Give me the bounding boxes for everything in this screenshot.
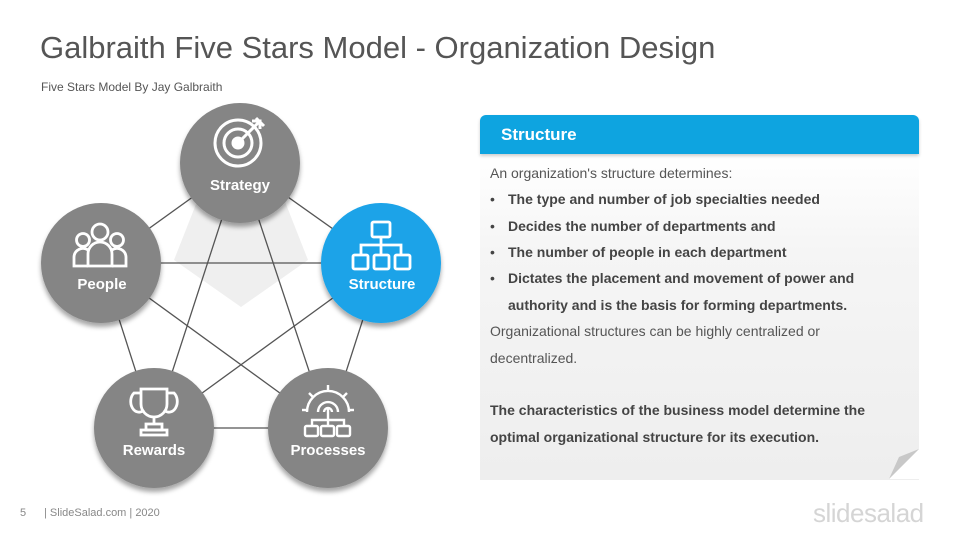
info-panel-header: Structure (480, 115, 919, 154)
slidesalad-logo: slidesalad (813, 498, 924, 528)
page-number: 5 (20, 507, 27, 519)
footer-text: | SlideSalad.com | 2020 (44, 507, 160, 519)
panel-paragraph-1-cont: decentralized. (490, 350, 578, 366)
node-people[interactable] (41, 203, 161, 323)
node-rewards[interactable] (94, 368, 214, 488)
bullet-marker: • (490, 270, 495, 286)
node-label-processes: Processes (290, 442, 366, 459)
bullet-marker: • (490, 244, 495, 260)
bullet-item-continuation: authority and is the basis for forming d… (508, 297, 848, 313)
panel-intro: An organization's structure determines: (490, 165, 733, 181)
bullet-item: The type and number of job specialties n… (508, 191, 820, 207)
people-icon (72, 222, 128, 268)
bullet-item: The number of people in each department (508, 244, 787, 260)
page-subtitle: Five Stars Model By Jay Galbraith (41, 80, 223, 94)
node-label-people: People (77, 276, 127, 293)
node-structure[interactable] (321, 203, 441, 323)
org-chart-icon (351, 220, 412, 271)
bullet-item: Decides the number of departments and (508, 218, 776, 234)
target-icon (213, 116, 266, 168)
page-curl-icon (889, 449, 919, 479)
node-processes[interactable] (268, 368, 388, 488)
trophy-icon (129, 387, 179, 437)
panel-paragraph-2-cont: optimal organizational structure for its… (490, 429, 820, 445)
gear-process-icon (302, 385, 354, 438)
info-panel-heading: Structure (501, 125, 577, 144)
star-center (174, 194, 308, 307)
bullet-marker: • (490, 191, 495, 207)
node-strategy[interactable] (180, 103, 300, 223)
node-label-rewards: Rewards (122, 442, 186, 459)
info-panel (480, 154, 919, 480)
bullet-item: Dictates the placement and movement of p… (508, 270, 855, 286)
node-label-strategy: Strategy (209, 177, 271, 194)
page-title: Galbraith Five Stars Model - Organizatio… (40, 30, 716, 65)
bullet-marker: • (490, 218, 495, 234)
panel-paragraph-2: The characteristics of the business mode… (490, 402, 865, 418)
node-label-structure: Structure (348, 276, 416, 293)
panel-paragraph-1: Organizational structures can be highly … (490, 323, 820, 339)
